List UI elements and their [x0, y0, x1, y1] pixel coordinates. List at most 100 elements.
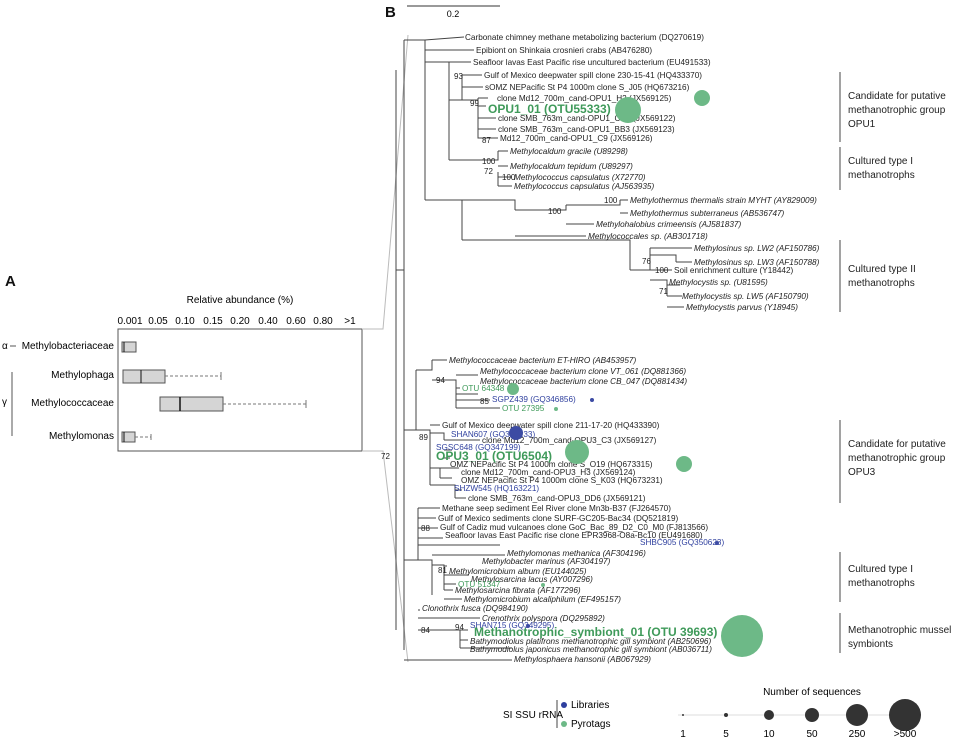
panel-a-axis-title: Relative abundance (%) [187, 295, 294, 306]
zoom-guide-bottom [362, 450, 409, 663]
scale-bar-label: 0.2 [447, 9, 460, 19]
bootstrap-value: 85 [480, 397, 489, 406]
abundance-circles [507, 90, 763, 657]
bootstrap-value: 72 [381, 452, 390, 461]
leaf-label-library: SHAN715 (GQ349295) [470, 621, 554, 630]
group-label: OPU1 [848, 119, 876, 130]
leaf-label: Seafloor lavas East Pacific rise uncultu… [473, 58, 711, 67]
leaf-label: Methylococcaceae bacterium clone CB_047 … [480, 377, 687, 386]
box [159, 396, 224, 412]
legend-rrna-label: SI SSU rRNA [503, 710, 563, 721]
tick-label: >1 [344, 316, 356, 327]
size-label: >500 [894, 729, 917, 739]
leaf-label: Methylococcaceae bacterium ET-HIRO (AB45… [449, 356, 636, 365]
leaf-label: Methylohalobius crimeensis (AJ581837) [596, 220, 741, 229]
boxplot-methylophaga [122, 369, 222, 384]
library-circle [590, 398, 594, 402]
pyrotags-swatch [561, 721, 567, 727]
leaf-label: Methylothermus thermalis strain MYHT (AY… [630, 196, 817, 205]
bootstrap-values: 93 99 87 100 100 72 100 100 100 76 71 94… [381, 72, 669, 635]
size-circle-10 [764, 710, 774, 720]
group-label: Candidate for putative [848, 91, 946, 102]
row-label-methylophaga: Methylophaga [51, 370, 114, 381]
legend-pyrotags-label: Pyrotags [571, 719, 610, 730]
leaf-label-pyrotag: Methanotrophic_symbiont_01 (OTU 39693) [474, 625, 717, 639]
bootstrap-value: 100 [502, 173, 516, 182]
leaf-label: OMZ NEPacific St P4 1000m clone S_O19 (H… [450, 460, 653, 469]
group-label: methanotrophs [848, 170, 915, 181]
size-label: 5 [723, 729, 729, 739]
leaf-label: clone Md12_700m_cand-OPU3_C3 (JX569127) [482, 436, 657, 445]
leaf-label: Methylococcales sp. (AB301718) [588, 232, 708, 241]
leaf-label-pyrotag: OPU3_01 (OTU6504) [436, 449, 552, 463]
leaf-label-library: SHBC905 (GQ350623) [640, 538, 724, 547]
bootstrap-value: 100 [604, 196, 618, 205]
leaf-label: Bathymodiolus japonicus methanotrophic g… [470, 645, 712, 654]
bootstrap-value: 84 [421, 626, 430, 635]
leaf-label: Epibiont on Shinkaia crosnieri crabs (AB… [476, 46, 652, 55]
tick-label: 0.001 [117, 316, 142, 327]
pyrotag-circle [554, 407, 558, 411]
bootstrap-value: 100 [548, 207, 562, 216]
bootstrap-value: 88 [421, 524, 430, 533]
leaf-label: Methylothermus subterraneus (AB536747) [630, 209, 785, 218]
size-circle-5 [724, 713, 728, 717]
leaf-label: Clonothrix fusca (DQ984190) [422, 604, 528, 613]
pyrotag-circle [721, 615, 763, 657]
size-label: 10 [763, 729, 775, 739]
leaf-label-library: SHAN607 (GQ349233) [451, 430, 535, 439]
tick-label: 0.10 [175, 316, 195, 327]
size-circle-50 [805, 708, 819, 722]
bootstrap-value: 71 [659, 287, 668, 296]
leaf-label-library: SGSC648 (GQ347199) [436, 443, 521, 452]
leaf-label: Methylocaldum gracile (U89298) [510, 147, 628, 156]
group-label: Methanotrophic mussel [848, 625, 951, 636]
leaf-label-library: SGPZ439 (GQ346856) [492, 395, 576, 404]
leaf-label: Methylomicrobium alcaliphilum (EF495157) [464, 595, 621, 604]
leaf-label-pyrotag: OTU 51347 [458, 580, 501, 589]
leaf-label: Soil enrichment culture (Y18442) [674, 266, 794, 275]
leaf-label: Methylosarcina fibrata (AF177296) [455, 586, 581, 595]
greek-gamma-label: γ [2, 397, 7, 408]
bootstrap-value: 89 [419, 433, 428, 442]
row-label-methylococcaceae: Methylococcaceae [31, 398, 114, 409]
tick-label: 0.05 [148, 316, 168, 327]
bootstrap-value: 100 [482, 157, 496, 166]
leaf-label: clone SMB_763m_cand-OPU1_CC1 (JX569122) [498, 114, 676, 123]
bootstrap-value: 100 [655, 266, 669, 275]
leaf-label: Methylosphaera hansonii (AB067929) [514, 655, 651, 664]
leaf-label: Methylosinus sp. LW3 (AF150788) [694, 258, 820, 267]
bootstrap-value: 94 [455, 623, 464, 632]
pyrotag-circle [541, 583, 545, 587]
row-label-methylomonas: Methylomonas [49, 431, 114, 442]
bootstrap-value: 72 [484, 167, 493, 176]
leaf-label: Methylobacter marinus (AF304197) [482, 557, 611, 566]
leaf-label: Methylocaldum tepidum (U89297) [510, 162, 633, 171]
tick-label: 0.60 [286, 316, 306, 327]
leaf-label: Gulf of Mexico deepwater spill clone 230… [484, 71, 702, 80]
zoom-guide-top [362, 34, 409, 330]
leaf-label: clone SMB_763m_cand-OPU1_BB3 (JX569123) [498, 125, 675, 134]
tick-label: 0.15 [203, 316, 223, 327]
leaf-label: Methylomonas methanica (AF304196) [507, 549, 646, 558]
bootstrap-value: 87 [482, 136, 491, 145]
group-label: symbionts [848, 639, 893, 650]
tick-label: 0.20 [230, 316, 250, 327]
leaf-label: clone SMB_763m_cand-OPU3_DD6 (JX569121) [468, 494, 646, 503]
leaf-label: Methylocystis parvus (Y18945) [686, 303, 798, 312]
legend-libraries-label: Libraries [571, 700, 609, 711]
pyrotag-circle [676, 456, 692, 472]
group-label: OPU3 [848, 467, 876, 478]
libraries-swatch [561, 702, 567, 708]
leaf-label-pyrotag: OTU 27395 [502, 404, 545, 413]
leaf-label: clone Md12_700m_cand-OPU3_H3 (JX569124) [461, 468, 636, 477]
group-label: Cultured type I [848, 156, 913, 167]
boxplot-methylomonas [121, 431, 152, 443]
leaf-label: Seafloor lavas East Pacific rise clone E… [445, 531, 703, 540]
library-circle [509, 426, 523, 440]
bootstrap-value: 94 [436, 376, 445, 385]
group-label: Cultured type I [848, 564, 913, 575]
leaf-label-library: SHZW545 (HQ163221) [454, 484, 539, 493]
leaf-label: Methylosarcina lacus (AY007296) [471, 575, 593, 584]
